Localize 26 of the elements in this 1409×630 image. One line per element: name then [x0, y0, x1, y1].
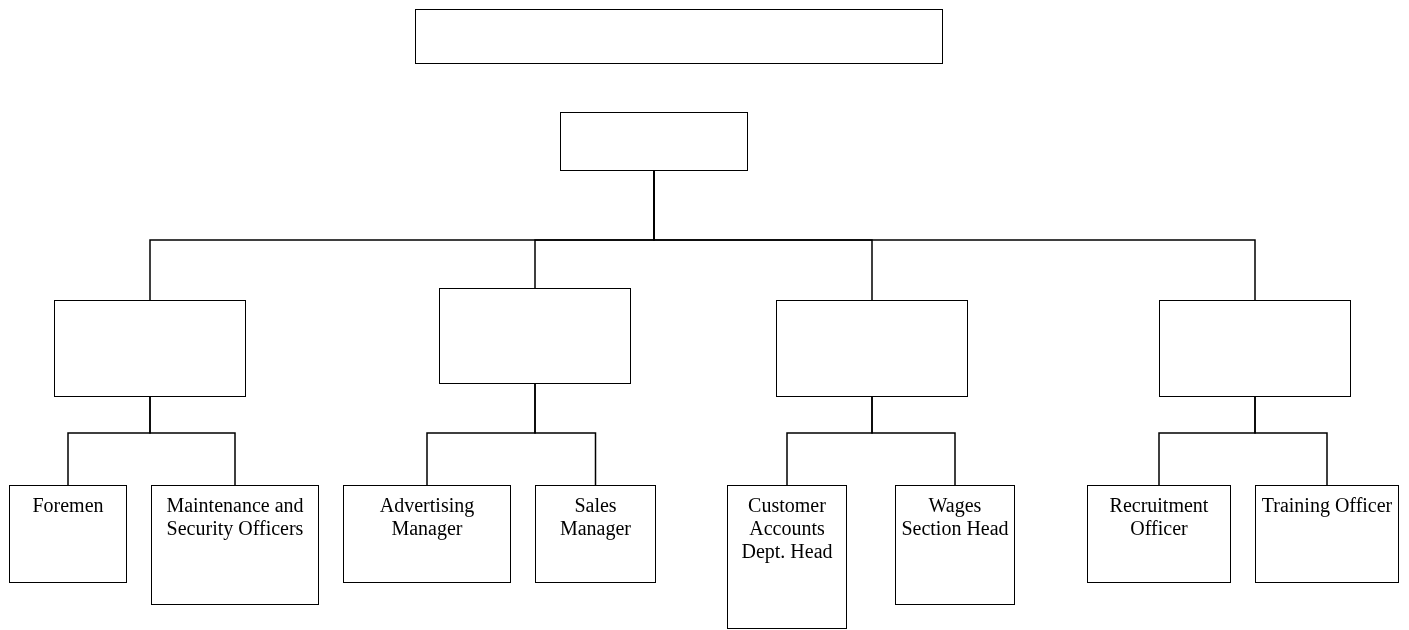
role-title: Advertising Manager	[378, 494, 476, 540]
role-box	[1087, 485, 1231, 583]
connector-line	[534, 383, 597, 486]
role-box	[9, 485, 127, 583]
role-title: Wages Section Head	[900, 494, 1010, 540]
role-box	[727, 485, 847, 629]
connector-line	[149, 396, 236, 486]
empty-box	[54, 300, 246, 397]
empty-box	[439, 288, 631, 384]
role-title: Training Officer	[1260, 494, 1394, 517]
role-title: Sales Manager	[558, 494, 633, 540]
empty-box	[776, 300, 968, 397]
empty-box	[1159, 300, 1351, 397]
role-title: Maintenance and Security Officers	[165, 494, 305, 540]
role-box	[343, 485, 511, 583]
connector-line	[1254, 396, 1328, 486]
role-title: Foremen	[31, 494, 105, 517]
empty-box	[560, 112, 748, 171]
role-box	[895, 485, 1015, 605]
role-title: Customer Accounts Dept. Head	[740, 494, 834, 563]
role-box	[1255, 485, 1399, 583]
role-box	[151, 485, 319, 605]
empty-box	[415, 9, 943, 64]
role-title: Recruitment Officer	[1108, 494, 1210, 540]
role-box	[535, 485, 656, 583]
connector-line	[871, 396, 956, 486]
